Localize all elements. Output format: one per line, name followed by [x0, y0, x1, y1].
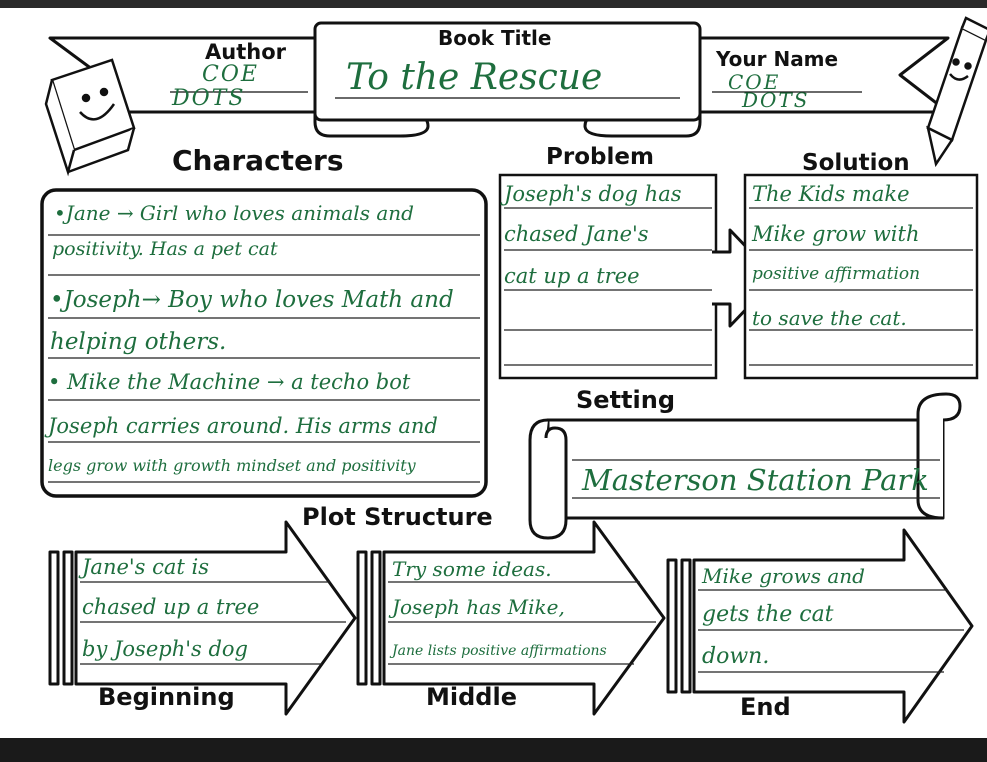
problem-line-1: Joseph's dog has [504, 182, 682, 206]
setting-value: Masterson Station Park [582, 463, 929, 497]
plot-arrow-beginning [48, 520, 357, 716]
characters-line-6: Joseph carries around. His arms and [48, 414, 438, 438]
end-line-1: Mike grows and [702, 564, 865, 588]
characters-line-1: •Jane → Girl who loves animals and [54, 201, 414, 225]
solution-ruled-lines [749, 207, 973, 366]
problem-heading: Problem [546, 144, 654, 170]
author-value-line2: DOTS [172, 86, 246, 111]
characters-heading: Characters [172, 144, 344, 177]
characters-line-7: legs grow with growth mindset and positi… [48, 456, 416, 475]
characters-line-2: positivity. Has a pet cat [52, 238, 278, 260]
solution-heading: Solution [802, 150, 910, 176]
characters-line-4: helping others. [50, 329, 227, 355]
beginning-label: Beginning [98, 683, 235, 711]
header-ruled-lines [170, 91, 862, 99]
solution-line-4: to save the cat. [752, 306, 907, 330]
end-label: End [740, 693, 791, 721]
solution-box [743, 173, 979, 380]
setting-scroll [528, 392, 962, 540]
plot-arrow-end [666, 528, 974, 724]
problem-line-3: cat up a tree [504, 264, 640, 288]
author-value-line1: COE [202, 62, 259, 87]
pencil-character-icon [926, 16, 987, 168]
characters-line-3: •Joseph→ Boy who loves Math and [50, 287, 454, 313]
book-title-value: To the Rescue [346, 57, 603, 98]
end-line-3: down. [702, 644, 770, 669]
solution-line-1: The Kids make [752, 182, 910, 206]
setting-ruled-lines [572, 459, 940, 499]
book-character-icon [44, 58, 136, 177]
middle-label: Middle [426, 683, 517, 711]
solution-line-3: positive affirmation [752, 264, 921, 284]
book-title-label: Book Title [438, 26, 552, 50]
plot-structure-heading: Plot Structure [302, 503, 493, 531]
beginning-line-1: Jane's cat is [82, 555, 210, 579]
middle-line-3: Jane lists positive affirmations [392, 643, 607, 659]
beginning-line-2: chased up a tree [82, 595, 260, 619]
plot-end-ruled-lines [698, 589, 964, 673]
page-bottom-edge [0, 738, 987, 762]
your-name-label: Your Name [716, 47, 839, 71]
characters-ruled-lines [48, 234, 480, 483]
characters-line-5: • Mike the Machine → a techo bot [48, 370, 411, 394]
characters-box [40, 188, 488, 498]
end-line-2: gets the cat [702, 602, 834, 627]
setting-heading: Setting [576, 386, 675, 414]
solution-line-2: Mike grow with [752, 222, 920, 246]
plot-arrow-middle [356, 520, 666, 716]
plot-beginning-ruled-lines [80, 581, 346, 665]
author-label: Author [205, 40, 286, 64]
page-top-edge [0, 0, 987, 8]
problem-box [498, 173, 718, 380]
middle-line-1: Try some ideas. [392, 557, 552, 581]
your-name-value-line1: COE [728, 70, 781, 94]
your-name-value-line2: DOTS [742, 88, 810, 112]
middle-line-2: Joseph has Mike, [392, 595, 565, 619]
problem-line-2: chased Jane's [504, 222, 649, 246]
beginning-line-3: by Joseph's dog [82, 637, 248, 661]
problem-ruled-lines [504, 207, 712, 366]
plot-middle-ruled-lines [388, 581, 656, 665]
